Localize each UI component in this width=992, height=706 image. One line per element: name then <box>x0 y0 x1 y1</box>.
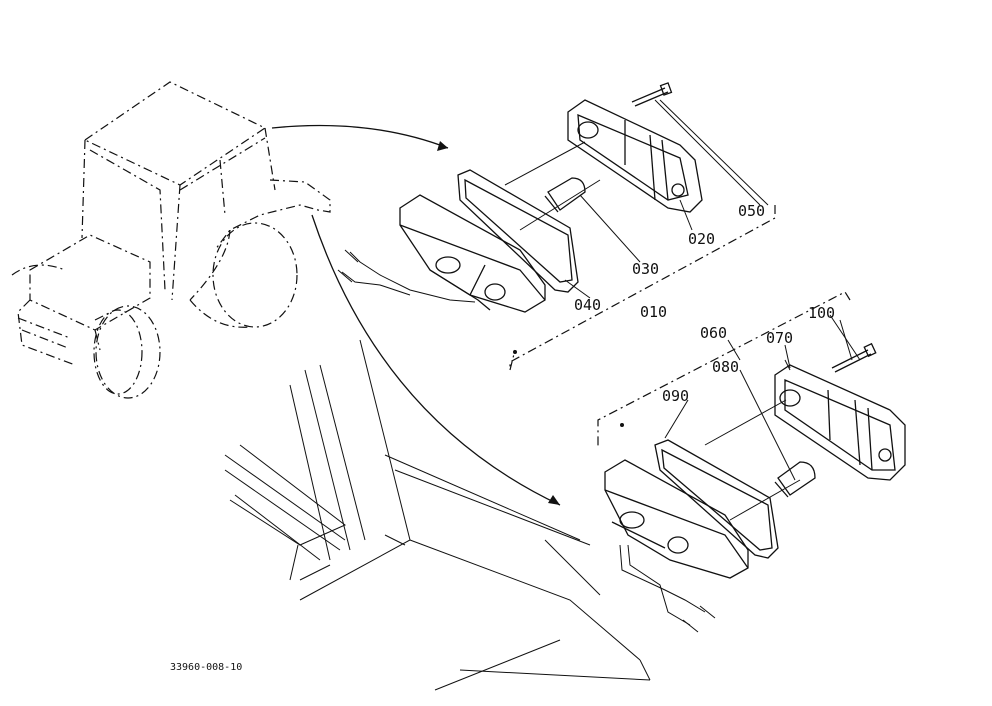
lamp-lens-070 <box>774 364 906 481</box>
part-labels: 050 020 030 040 010 100 060 070 080 090 … <box>170 202 835 673</box>
gasket-040 <box>457 169 579 293</box>
tractor-illustration <box>11 81 331 399</box>
gasket-090 <box>654 439 779 559</box>
mounting-bracket-lines <box>224 339 651 691</box>
lamp-lens-020 <box>567 99 703 213</box>
screw-100 <box>831 342 877 373</box>
bulb-030 <box>544 177 586 213</box>
lamp-base <box>399 194 546 313</box>
lower-lamp-assembly <box>597 291 906 633</box>
bulb-080 <box>774 461 816 498</box>
label-010: 010 <box>640 303 667 321</box>
label-080: 080 <box>712 358 739 376</box>
lamp-base-lower <box>604 459 749 579</box>
label-050: 050 <box>738 202 765 220</box>
screw-050 <box>631 82 673 107</box>
pointer-arrows <box>271 124 561 506</box>
label-040: 040 <box>574 296 601 314</box>
wire-harness-lower <box>619 544 716 633</box>
label-100: 100 <box>808 304 835 322</box>
label-020: 020 <box>688 230 715 248</box>
label-070: 070 <box>766 329 793 347</box>
label-060: 060 <box>700 324 727 342</box>
wire-harness-upper <box>337 249 476 303</box>
drawing-code: 33960-008-10 <box>170 662 242 673</box>
label-030: 030 <box>632 260 659 278</box>
leader-lines <box>564 99 861 481</box>
label-090: 090 <box>662 387 689 405</box>
